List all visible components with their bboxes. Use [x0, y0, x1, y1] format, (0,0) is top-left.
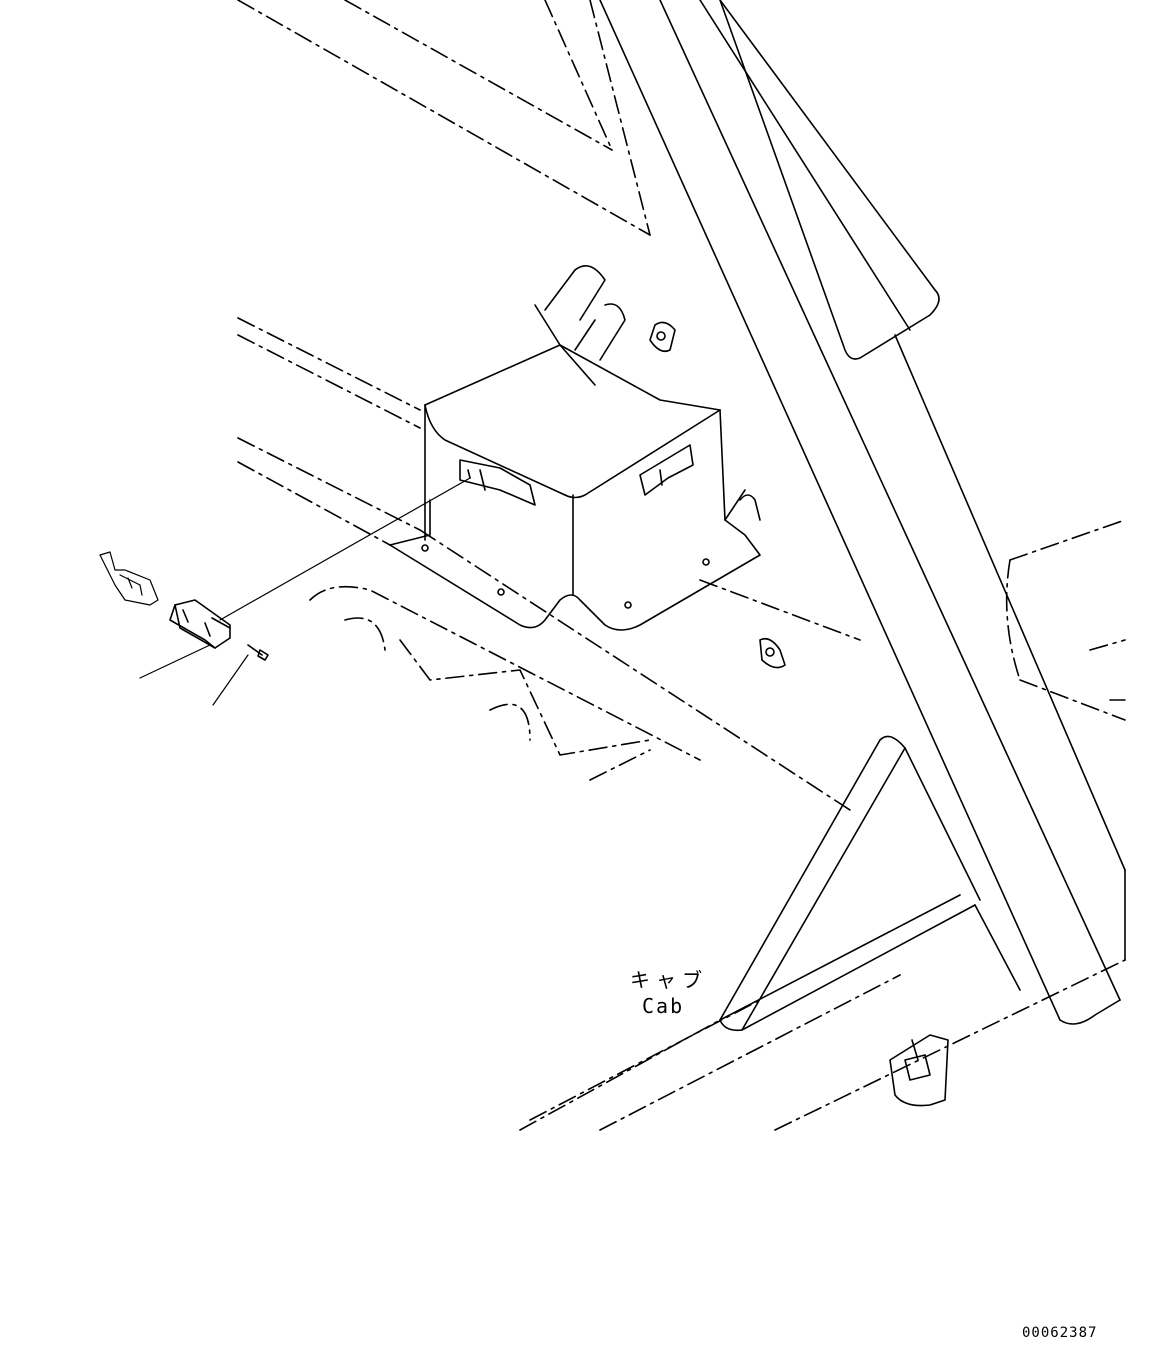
cab-label-japanese: キャブ: [630, 968, 708, 992]
assembly-lines: [139, 477, 471, 706]
cab-frame-lower-dashed: [309, 519, 1126, 1131]
cab-brace: [719, 735, 1021, 1032]
relay-box: [389, 264, 786, 669]
cab-label-english: Cab: [642, 994, 685, 1018]
relay-connector: [169, 599, 231, 649]
bracket-nut: [889, 1034, 949, 1107]
cab-pillar: [599, 0, 1126, 1025]
relay-socket: [99, 551, 159, 606]
cab-frame-upper-dashed: [237, 0, 651, 546]
screw: [247, 644, 269, 661]
figure-number: 00062387: [1022, 1325, 1098, 1341]
